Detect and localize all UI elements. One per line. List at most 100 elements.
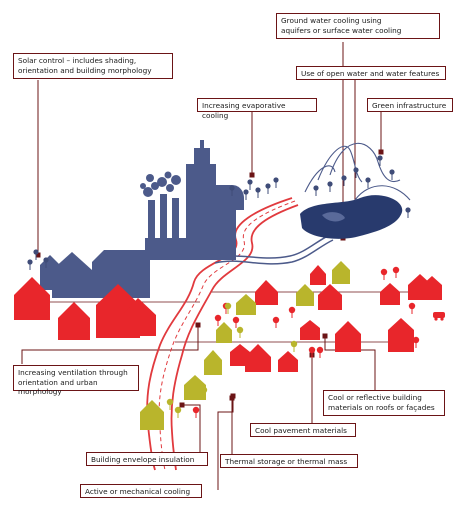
label-reflective: Cool or reflective building materials on…	[323, 390, 445, 416]
lake	[300, 195, 403, 239]
open-water-feature	[300, 195, 403, 239]
car-wheel-1	[434, 317, 438, 321]
tree-crown	[412, 336, 420, 344]
tree-crown	[243, 189, 249, 195]
tree-crown	[389, 169, 395, 175]
tree	[273, 177, 279, 188]
tree-crown	[288, 306, 296, 314]
leader-dot	[322, 333, 328, 339]
factory-wing	[216, 185, 244, 210]
factory-tower-top	[194, 148, 210, 166]
tree	[247, 179, 253, 190]
leader-dot	[230, 393, 236, 399]
tree	[365, 177, 371, 188]
leader-active	[217, 396, 234, 490]
leader-dot	[179, 402, 185, 408]
tree-crown	[316, 346, 324, 354]
tree-crown	[408, 302, 416, 310]
tree-crown	[327, 181, 333, 187]
tree	[214, 314, 222, 326]
olive-house-2	[296, 284, 314, 306]
label-active: Active or mechanical cooling	[80, 484, 202, 498]
tree-crown	[265, 183, 271, 189]
smoke-8	[140, 183, 146, 189]
tree	[380, 268, 388, 280]
tree-crown	[380, 268, 388, 276]
tree	[313, 185, 319, 196]
road-edge-right	[170, 204, 299, 471]
tree-crown	[405, 207, 411, 213]
label-open-water: Use of open water and water features	[296, 66, 446, 80]
tree	[405, 207, 411, 218]
tree-crown	[192, 406, 200, 414]
factory-tower	[186, 164, 216, 260]
smoke-2	[151, 182, 159, 190]
red-houses	[14, 265, 442, 372]
smoke-7	[164, 171, 172, 179]
tree	[341, 175, 347, 186]
red-house-8	[380, 283, 400, 305]
car	[433, 312, 445, 321]
factory-spire	[200, 140, 204, 150]
olive-house-1	[332, 261, 350, 284]
tree	[353, 167, 359, 178]
car-wheel-2	[440, 317, 444, 321]
tree-crown	[33, 249, 39, 255]
tree-crown	[273, 177, 279, 183]
leader-dot	[378, 149, 384, 155]
tree-crown	[236, 326, 244, 334]
tree	[43, 257, 49, 268]
blue-houses	[40, 250, 150, 298]
smoke-4	[146, 174, 154, 182]
lake-island	[322, 212, 345, 222]
tree	[290, 340, 298, 352]
label-thermal: Thermal storage or thermal mass	[220, 454, 358, 468]
tree	[174, 406, 182, 418]
tree-crown	[247, 179, 253, 185]
chimney-2	[160, 194, 167, 240]
airflow-curve-1	[317, 145, 363, 183]
tree	[265, 183, 271, 194]
tree-crown	[308, 346, 316, 354]
red-house-11	[335, 321, 361, 352]
label-ventilation: Increasing ventilation through orientati…	[13, 365, 139, 396]
tree-crown	[313, 185, 319, 191]
tree	[192, 406, 200, 418]
tree	[255, 187, 261, 198]
red-house-12	[388, 318, 414, 352]
tree-crown	[232, 316, 240, 324]
tree	[33, 249, 39, 260]
tree-crown	[353, 167, 359, 173]
tree	[308, 346, 316, 358]
label-solar-control: Solar control – includes shading, orient…	[13, 53, 173, 79]
tree	[327, 181, 333, 192]
tree-crown	[365, 177, 371, 183]
label-pavement: Cool pavement materials	[250, 423, 356, 437]
tree	[408, 302, 416, 314]
smoke-1	[143, 187, 153, 197]
chimney-1	[148, 200, 155, 240]
smoke-6	[171, 175, 181, 185]
leader-envelope	[182, 404, 201, 458]
tree-crown	[166, 398, 174, 406]
tree-crown	[255, 187, 261, 193]
red-house-6	[310, 265, 326, 285]
factory-complex	[140, 140, 244, 260]
tree	[243, 189, 249, 200]
tree	[232, 316, 240, 328]
tree-crown	[392, 266, 400, 274]
tree	[412, 336, 420, 348]
red-house-4	[122, 298, 156, 336]
red-house-14	[278, 351, 298, 372]
leader-dot	[35, 252, 41, 258]
tree-crown	[200, 386, 208, 394]
tree	[389, 169, 395, 180]
tree-crown	[377, 155, 383, 161]
airflow-curve-3	[304, 165, 336, 193]
tree	[236, 326, 244, 338]
trees	[27, 155, 420, 418]
leader-dot	[249, 172, 255, 178]
tree-crown	[229, 185, 235, 191]
airflow-curves	[304, 142, 411, 201]
